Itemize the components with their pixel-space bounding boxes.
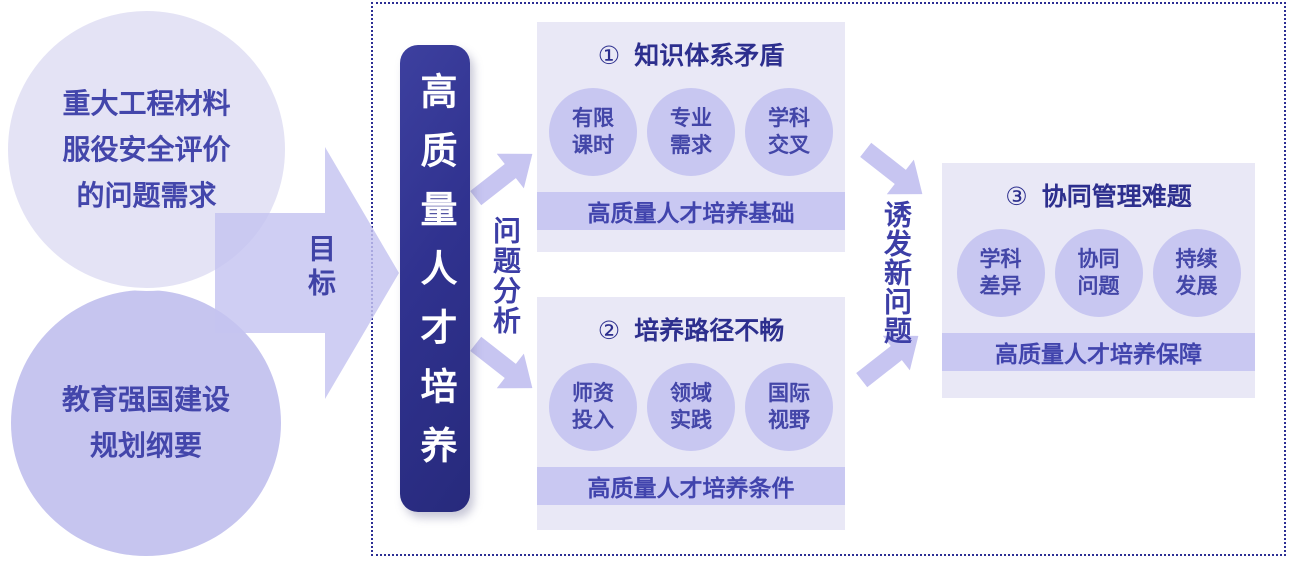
circle-text-line: 规划纲要 — [89, 430, 202, 461]
circle-text-line: 重大工程材料 — [62, 87, 231, 119]
issue-circle: 协同 问题 — [1054, 229, 1143, 317]
trigger-arrow-up-icon — [856, 335, 919, 388]
trigger-label: 诱发新问题 — [881, 200, 912, 345]
issue-box-management: ③ 协同管理难题 学科 差异 协同 问题 持续 发展 高质量人才培养保障 — [942, 163, 1255, 398]
issue-circle-line: 课时 — [572, 134, 614, 157]
issue-circle-line: 学科 — [768, 107, 810, 130]
goal-arrow-icon — [215, 147, 399, 399]
pillar-label: 高质量人才培养 — [415, 72, 456, 485]
issue-circle-line: 学科 — [979, 248, 1022, 271]
issue-circle-line: 投入 — [572, 409, 614, 432]
issue-title-text: 知识体系矛盾 — [634, 42, 785, 70]
issue-banner: 高质量人才培养保障 — [942, 333, 1255, 371]
issue-circle: 领域 实践 — [647, 363, 735, 451]
trigger-arrow-down-icon — [860, 142, 923, 195]
issue-circle-line: 需求 — [670, 134, 712, 157]
issue-box-title: ② 培养路径不畅 — [537, 311, 845, 347]
analysis-label: 问题分析 — [490, 216, 521, 336]
issue-number-badge: ③ — [1005, 183, 1028, 211]
issue-circle: 持续 发展 — [1152, 229, 1241, 317]
issue-circle: 有限 课时 — [549, 88, 637, 176]
issue-circle-line: 协同 — [1077, 248, 1120, 271]
issue-circles-row: 师资 投入 领域 实践 国际 视野 — [537, 363, 845, 451]
circle-text-line: 服役安全评价 — [62, 133, 231, 165]
issue-banner: 高质量人才培养条件 — [537, 467, 845, 505]
issue-circle-line: 差异 — [979, 275, 1022, 298]
issue-box-path: ② 培养路径不畅 师资 投入 领域 实践 国际 视野 高质量人才培养条件 — [537, 297, 845, 530]
issue-circle: 专业 需求 — [647, 88, 735, 176]
issue-banner: 高质量人才培养基础 — [537, 192, 845, 230]
goal-arrow-label: 目标 — [305, 234, 336, 302]
issue-box-title: ① 知识体系矛盾 — [537, 36, 845, 72]
issue-circle-line: 持续 — [1175, 248, 1218, 271]
issue-circle-line: 交叉 — [768, 134, 810, 157]
issue-circle-line: 问题 — [1077, 275, 1120, 298]
issue-circles-row: 学科 差异 协同 问题 持续 发展 — [942, 229, 1255, 317]
issue-number-badge: ② — [597, 317, 621, 345]
issue-circle-line: 领域 — [670, 382, 712, 405]
analysis-arrow-up-icon — [470, 153, 533, 206]
circle-text-line: 的问题需求 — [76, 179, 217, 211]
issue-circle-line: 国际 — [768, 382, 810, 405]
issue-circle: 师资 投入 — [549, 363, 637, 451]
issue-number-badge: ① — [597, 42, 621, 70]
issue-circles-row: 有限 课时 专业 需求 学科 交叉 — [537, 88, 845, 176]
issue-box-title: ③ 协同管理难题 — [942, 177, 1255, 213]
issue-circle-line: 有限 — [572, 107, 614, 130]
issue-title-text: 协同管理难题 — [1041, 183, 1192, 211]
talent-cultivation-pillar: 高质量人才培养 — [400, 45, 470, 512]
issue-circle-line: 视野 — [768, 409, 810, 432]
issue-circle: 学科 差异 — [956, 229, 1045, 317]
issue-circle-line: 发展 — [1175, 275, 1218, 298]
issue-circle-line: 师资 — [572, 382, 614, 405]
issue-circle: 国际 视野 — [745, 363, 833, 451]
issue-circle-line: 实践 — [670, 409, 712, 432]
analysis-arrow-down-icon — [470, 336, 533, 389]
issue-circle-line: 专业 — [670, 107, 712, 130]
circle-text-line: 教育强国建设 — [61, 384, 230, 415]
issue-box-knowledge: ① 知识体系矛盾 有限 课时 专业 需求 学科 交叉 高质量人才培养基础 — [537, 22, 845, 252]
issue-title-text: 培养路径不畅 — [634, 317, 785, 345]
issue-circle: 学科 交叉 — [745, 88, 833, 176]
